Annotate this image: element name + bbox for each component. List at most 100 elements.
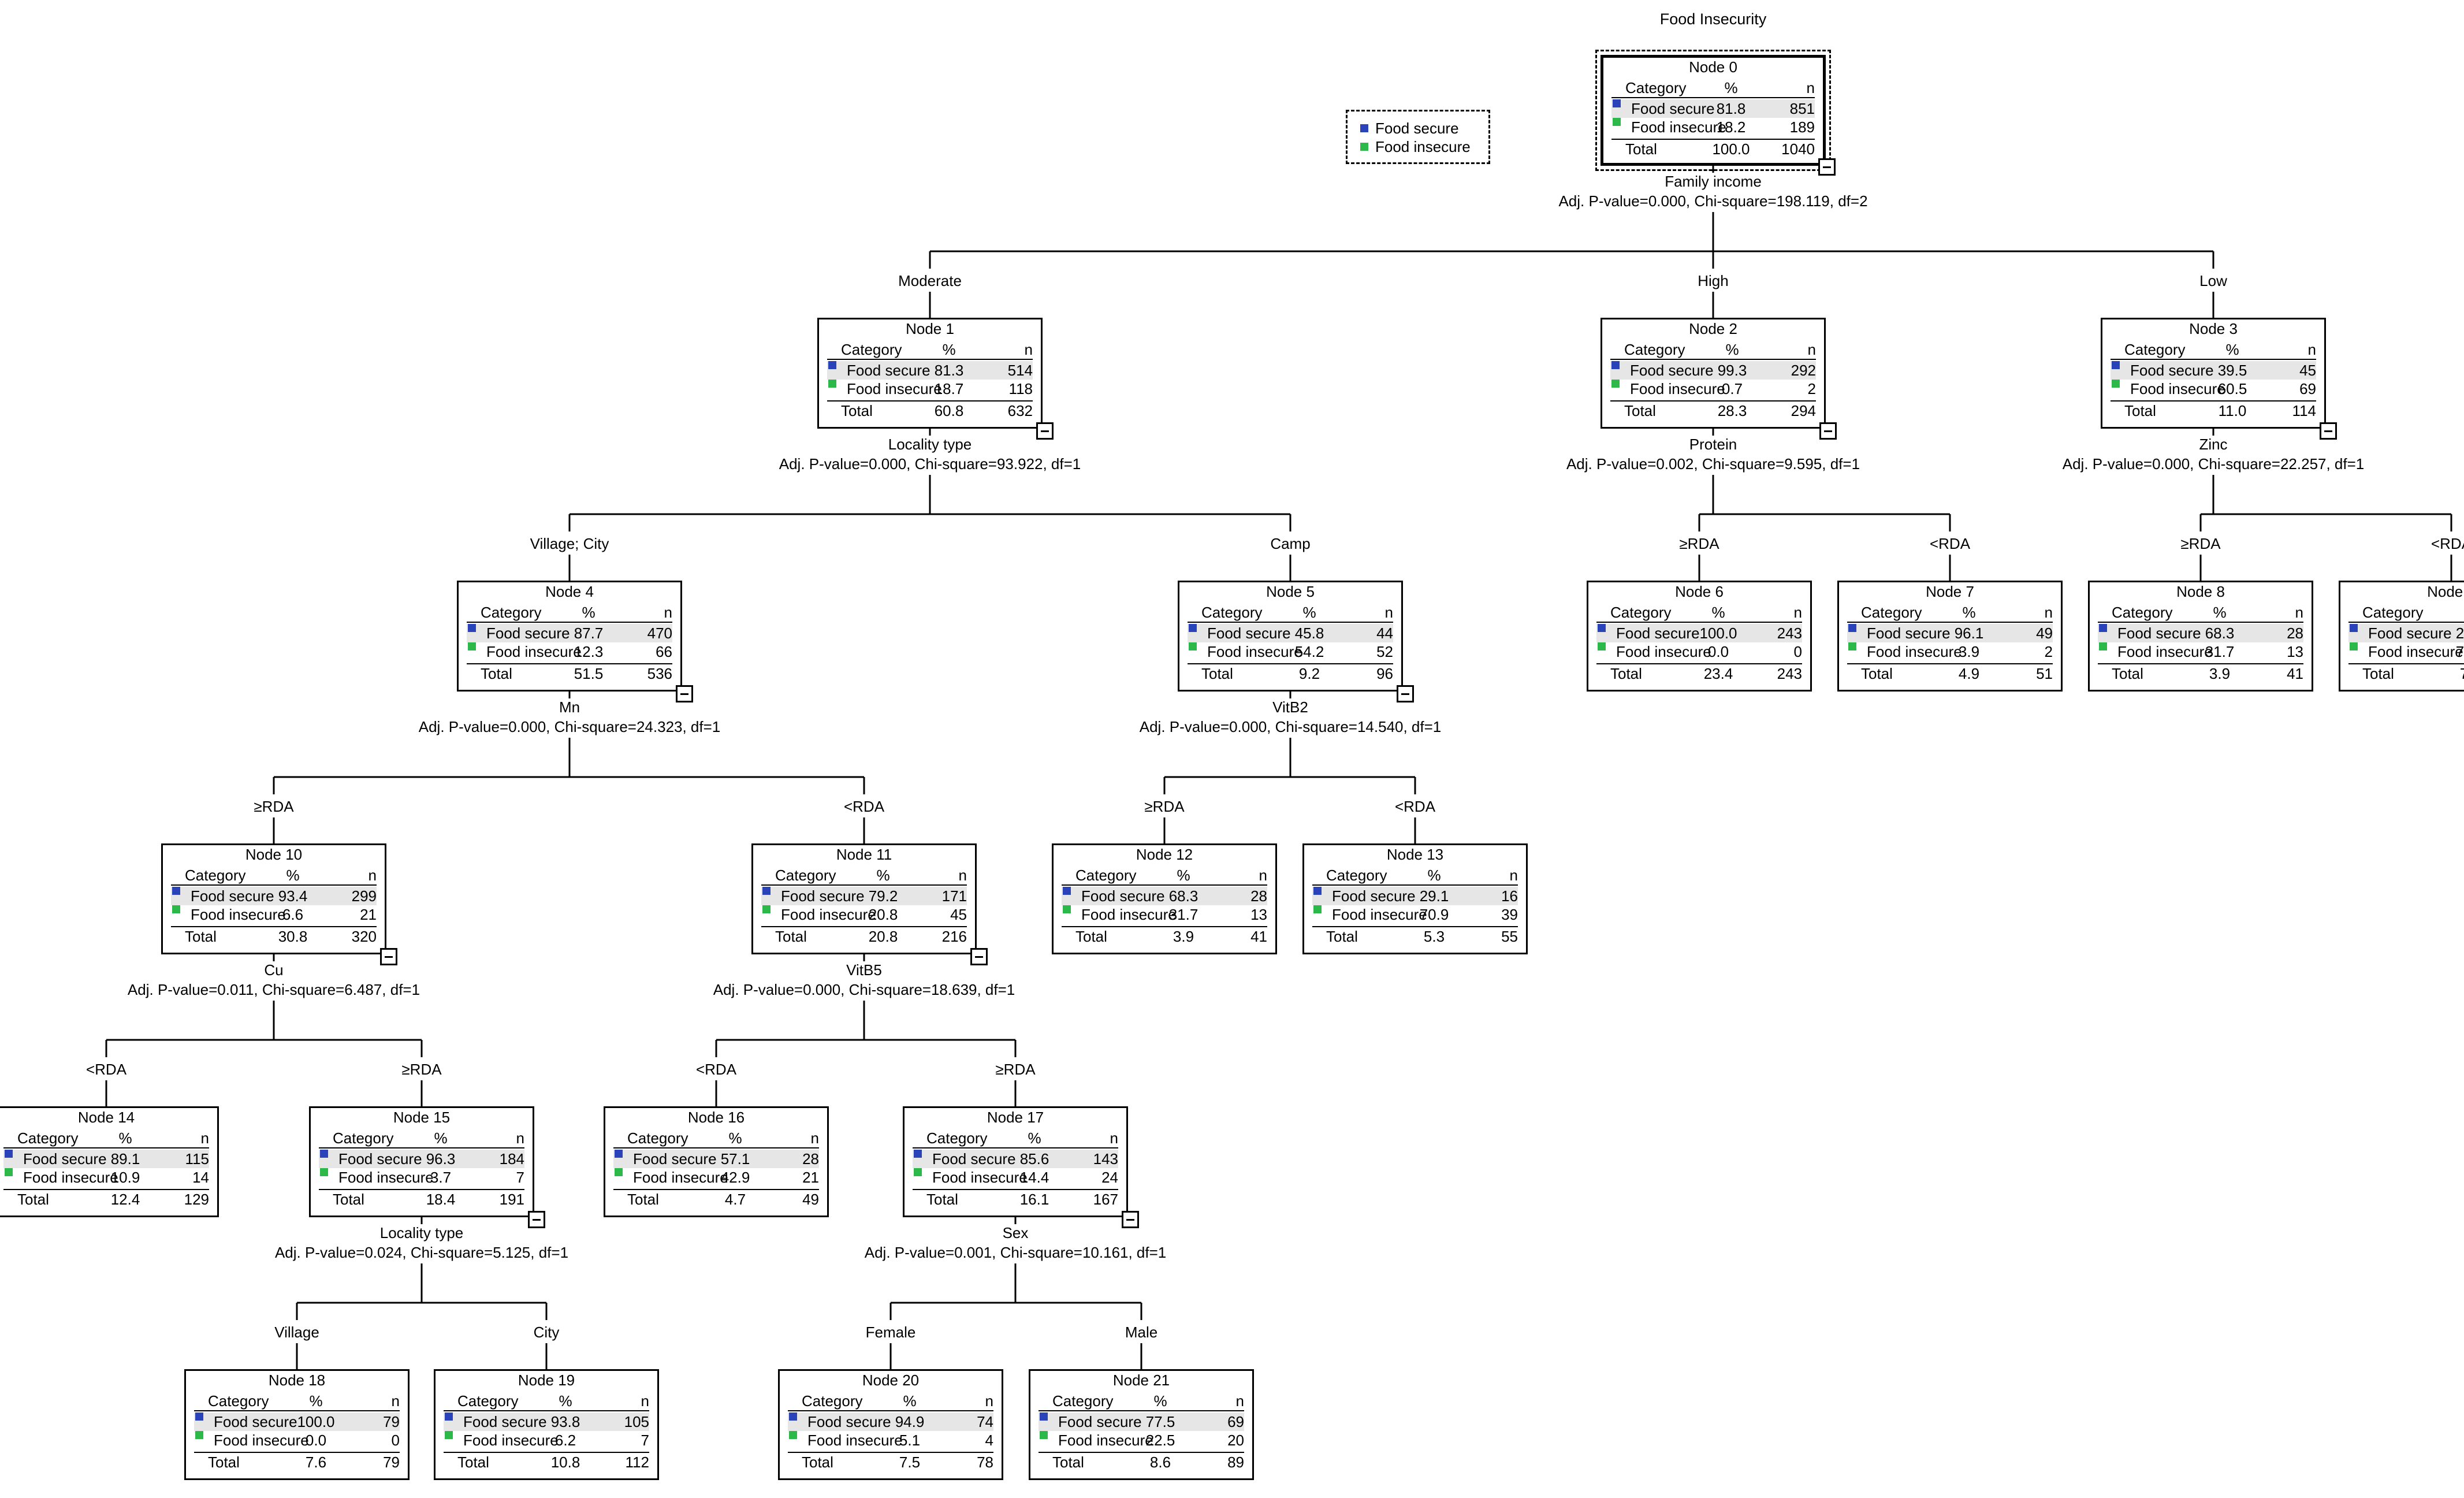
row-percent: 39.5 bbox=[2217, 362, 2247, 379]
branch-label-19: City bbox=[533, 1324, 560, 1341]
header-percent: % bbox=[434, 1129, 448, 1147]
swatch-insecure bbox=[468, 642, 476, 651]
row-percent: 70.9 bbox=[1419, 906, 1449, 923]
split-statistics: Adj. P-value=0.000, Chi-square=22.257, d… bbox=[2062, 455, 2365, 473]
header-n: n bbox=[1806, 79, 1815, 96]
node-table-header: Category%n bbox=[1312, 866, 1518, 886]
row-percent: 9.2 bbox=[1298, 665, 1320, 682]
row-percent: 93.4 bbox=[278, 887, 308, 905]
row-count: 7 bbox=[641, 1432, 649, 1449]
row-label: Total bbox=[1201, 665, 1233, 682]
split-statistics: Adj. P-value=0.024, Chi-square=5.125, df… bbox=[274, 1244, 569, 1261]
row-count: 45 bbox=[2299, 362, 2316, 379]
row-label: Total bbox=[1624, 402, 1656, 419]
legend-swatch-insecure bbox=[1360, 143, 1368, 151]
row-label: Total bbox=[1052, 1454, 1084, 1471]
node-label: Node 6 bbox=[1675, 583, 1724, 600]
collapse-toggle-icon[interactable] bbox=[1818, 158, 1836, 176]
row-label: Total bbox=[1075, 928, 1107, 945]
collapse-toggle-icon[interactable] bbox=[1122, 1211, 1139, 1228]
row-label: Food secure bbox=[338, 1150, 422, 1168]
row-count: 89 bbox=[1227, 1454, 1244, 1471]
row-percent: 100.0 bbox=[1712, 140, 1750, 158]
row-label: Total bbox=[208, 1454, 240, 1471]
row-count: 16 bbox=[1501, 887, 1518, 905]
collapse-toggle-icon[interactable] bbox=[1036, 422, 1054, 440]
row-percent: 60.5 bbox=[2217, 380, 2247, 397]
row-percent: 30.8 bbox=[278, 928, 308, 945]
swatch-insecure bbox=[1063, 905, 1071, 913]
row-percent: 4.7 bbox=[724, 1191, 746, 1208]
node-table-header: Category%n bbox=[1610, 340, 1816, 360]
collapse-toggle-icon[interactable] bbox=[1819, 422, 1837, 440]
collapse-toggle-icon[interactable] bbox=[1397, 685, 1414, 702]
row-percent: 96.3 bbox=[426, 1150, 456, 1168]
node-label: Node 13 bbox=[1386, 846, 1444, 863]
row-percent: 16.1 bbox=[1019, 1191, 1049, 1208]
header-percent: % bbox=[582, 604, 595, 621]
row-label: Food insecure bbox=[1631, 118, 1726, 136]
header-n: n bbox=[2307, 341, 2316, 358]
collapse-toggle-icon[interactable] bbox=[380, 948, 397, 965]
node-table-header: Category%n bbox=[913, 1129, 1118, 1148]
collapse-toggle-icon[interactable] bbox=[970, 948, 988, 965]
row-label: Food secure bbox=[847, 362, 930, 379]
swatch-insecure bbox=[1613, 118, 1621, 126]
header-n: n bbox=[1235, 1392, 1244, 1410]
header-n: n bbox=[810, 1129, 819, 1147]
collapse-toggle-icon[interactable] bbox=[528, 1211, 545, 1228]
branch-label-5: Camp bbox=[1270, 535, 1311, 552]
row-label: Food insecure bbox=[2130, 380, 2225, 397]
node-label: Node 17 bbox=[987, 1109, 1044, 1126]
row-label: Total bbox=[1326, 928, 1358, 945]
header-n: n bbox=[1793, 604, 1802, 621]
row-label: Food insecure bbox=[1616, 643, 1711, 660]
collapse-toggle-icon[interactable] bbox=[2320, 422, 2337, 440]
legend-label-secure: Food secure bbox=[1375, 120, 1459, 137]
row-count: 20 bbox=[1227, 1432, 1244, 1449]
row-count: 79 bbox=[383, 1454, 400, 1471]
row-count: 129 bbox=[184, 1191, 209, 1208]
row-count: 79 bbox=[383, 1413, 400, 1430]
collapse-toggle-icon[interactable] bbox=[676, 685, 693, 702]
row-label: Food secure bbox=[807, 1413, 891, 1430]
row-count: 112 bbox=[625, 1454, 649, 1471]
node-table-header: Category%n bbox=[1188, 603, 1393, 623]
node-label: Node 7 bbox=[1926, 583, 1974, 600]
row-percent: 3.9 bbox=[1958, 643, 1980, 660]
